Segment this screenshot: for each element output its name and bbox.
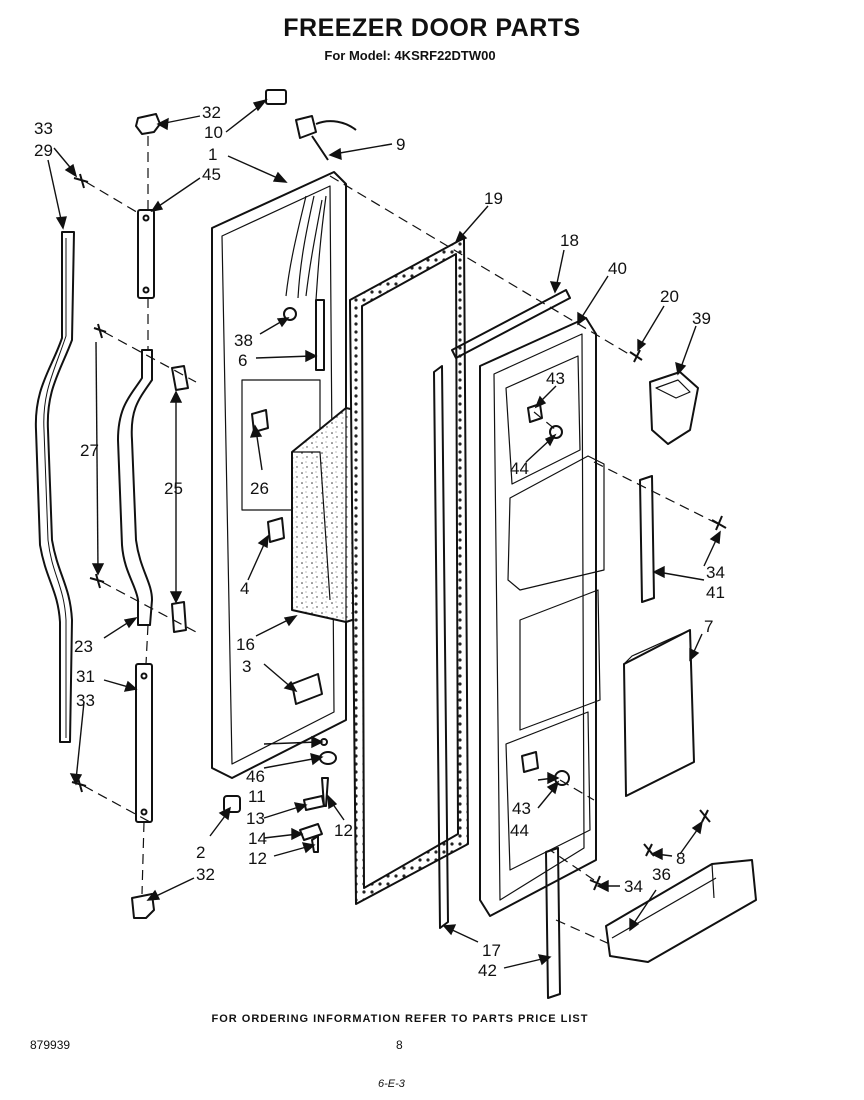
callout-36: 36 (652, 865, 671, 884)
callout-1: 1 (208, 145, 217, 164)
bracket-26-part (251, 409, 269, 433)
inner-door-liner-part (479, 317, 605, 917)
handle-part (117, 349, 153, 626)
revision-mark: 6-E-3 (378, 1078, 405, 1090)
screw-27-top (93, 323, 107, 339)
screw-12-lower (311, 835, 319, 853)
callout-32-top: 32 (202, 103, 221, 122)
cover-plate-part (623, 629, 695, 797)
callout-10: 10 (204, 123, 223, 142)
end-cap-top (135, 113, 161, 135)
wire-harness-part (295, 115, 357, 161)
callout-38: 38 (234, 331, 253, 350)
callout-4: 4 (240, 579, 249, 598)
roller-44-upper (549, 425, 563, 439)
callout-12-lower: 12 (248, 849, 267, 868)
callout-27: 27 (80, 441, 99, 460)
callout-44-upper: 44 (510, 459, 529, 478)
callout-11: 11 (248, 787, 266, 806)
callout-33-top: 33 (34, 119, 53, 138)
callout-12-upper: 12 (334, 821, 353, 840)
hinge-cup-2-part (223, 795, 241, 813)
callout-33-bottom: 33 (76, 691, 95, 710)
connector-part (265, 89, 287, 105)
screw-34-upper (711, 515, 727, 531)
callout-26: 26 (250, 479, 269, 498)
assembly-lines (83, 136, 719, 947)
callout-39: 39 (692, 309, 711, 328)
top-strip-part (451, 289, 571, 359)
callout-34-upper: 34 (706, 563, 725, 582)
callout-19: 19 (484, 189, 503, 208)
callout-7: 7 (704, 617, 713, 636)
callout-25: 25 (164, 479, 183, 498)
callout-16: 16 (236, 635, 255, 654)
callout-17: 17 (482, 941, 501, 960)
door-shelf-part (605, 859, 757, 963)
plate-14-part (299, 823, 323, 841)
callout-3: 3 (242, 657, 251, 676)
ordering-note: FOR ORDERING INFORMATION REFER TO PARTS … (211, 1013, 589, 1025)
side-strip-part (639, 475, 655, 603)
callout-labels: 32 10 9 1 33 29 45 19 18 40 20 39 38 6 4… (34, 103, 725, 980)
bracket-13-part (303, 795, 325, 811)
handle-bracket-top (137, 209, 155, 299)
callout-8: 8 (676, 849, 685, 868)
screw-20 (629, 349, 643, 363)
callout-6: 6 (238, 351, 247, 370)
callout-9: 9 (396, 135, 405, 154)
drawing-number: 879939 (30, 1038, 71, 1052)
handle-trim-part (34, 231, 75, 743)
callout-2: 2 (196, 843, 205, 862)
page-number: 8 (396, 1038, 403, 1052)
clip-upper (171, 365, 189, 391)
callout-34-lower: 34 (624, 877, 643, 896)
latch-3-part (291, 673, 323, 705)
screw-27-bottom (89, 573, 105, 589)
callout-42: 42 (478, 961, 497, 980)
callout-18: 18 (560, 231, 579, 250)
bracket-4-part (267, 517, 285, 543)
screw-12-upper (321, 777, 329, 807)
callout-14: 14 (248, 829, 267, 848)
bottom-strip-part (545, 847, 561, 999)
thermistor-part (283, 307, 297, 321)
callout-23: 23 (74, 637, 93, 656)
handle-bracket-bottom (135, 663, 153, 823)
callout-44-lower: 44 (510, 821, 529, 840)
door-gasket-part (349, 237, 469, 905)
callout-41: 41 (706, 583, 725, 602)
callout-45: 45 (202, 165, 221, 184)
stop-43-lower (521, 751, 539, 773)
callout-43-upper: 43 (546, 369, 565, 388)
callout-20: 20 (660, 287, 679, 306)
callout-43-lower: 43 (512, 799, 531, 818)
bushing-11-part (319, 751, 337, 765)
end-cap-bottom (131, 893, 155, 919)
callout-31: 31 (76, 667, 95, 686)
clip-lower (171, 601, 187, 633)
trim-strip-part (433, 365, 449, 929)
hinge-pin-part (315, 299, 325, 371)
screw-8-right (699, 809, 711, 823)
callout-46: 46 (246, 767, 265, 786)
callout-13: 13 (246, 809, 265, 828)
ice-chute-part (649, 371, 699, 445)
page-title: FREEZER DOOR PARTS (283, 14, 581, 42)
leader-lines (47, 98, 721, 969)
callout-32-bottom: 32 (196, 865, 215, 884)
callout-29: 29 (34, 141, 53, 160)
screw-33-top (73, 173, 89, 189)
callout-40: 40 (608, 259, 627, 278)
model-subtitle: For Model: 4KSRF22DTW00 (324, 48, 496, 63)
